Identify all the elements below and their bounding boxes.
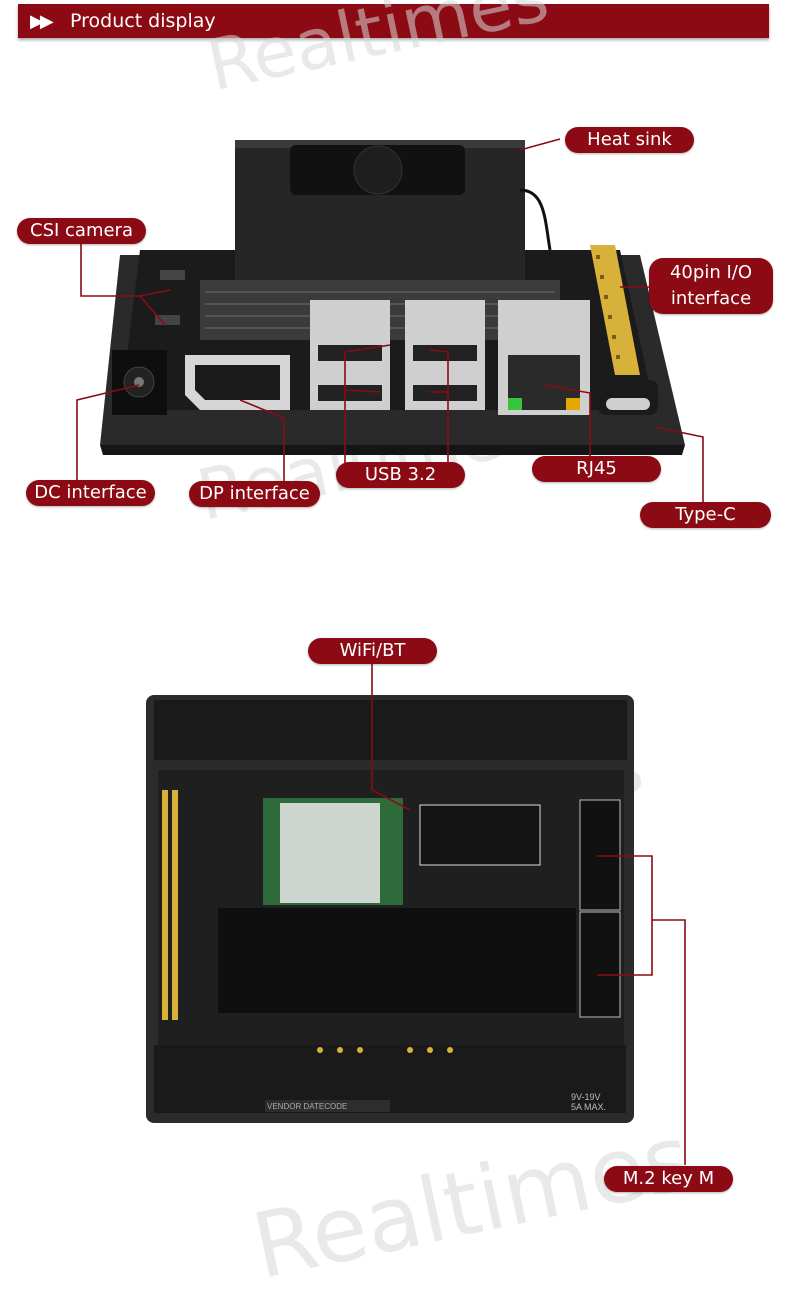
heat-sink-label: Heat sink	[565, 127, 694, 153]
dc-interface-label: DC interface	[26, 480, 155, 506]
type-c-label: Type-C	[640, 502, 771, 528]
io-interface-line1: 40pin I/O	[669, 262, 752, 283]
section-header: ▶▶ Product display	[18, 4, 769, 38]
io-interface-line2: interface	[670, 288, 752, 309]
power-rating-text: 5A MAX.	[571, 1102, 606, 1112]
m2-key-m-label: M.2 key M	[604, 1166, 733, 1192]
vendor-datecode-text: VENDOR DATECODE	[267, 1102, 347, 1111]
io-interface-label: 40pin I/O interface	[649, 258, 773, 314]
power-rating-text: 9V-19V	[571, 1092, 601, 1102]
carrier-board-photo: VENDOR DATECODE 9V-19V 5A MAX.	[146, 660, 686, 1165]
section-title: Product display	[70, 10, 216, 32]
usb-label: USB 3.2	[336, 462, 465, 488]
double-arrow-icon: ▶▶	[30, 11, 54, 31]
devkit-front-photo	[76, 138, 704, 505]
dp-interface-label: DP interface	[189, 481, 320, 507]
wifi-bt-label: WiFi/BT	[308, 638, 437, 664]
csi-camera-label: CSI camera	[17, 218, 146, 244]
rj45-label: RJ45	[532, 456, 661, 482]
